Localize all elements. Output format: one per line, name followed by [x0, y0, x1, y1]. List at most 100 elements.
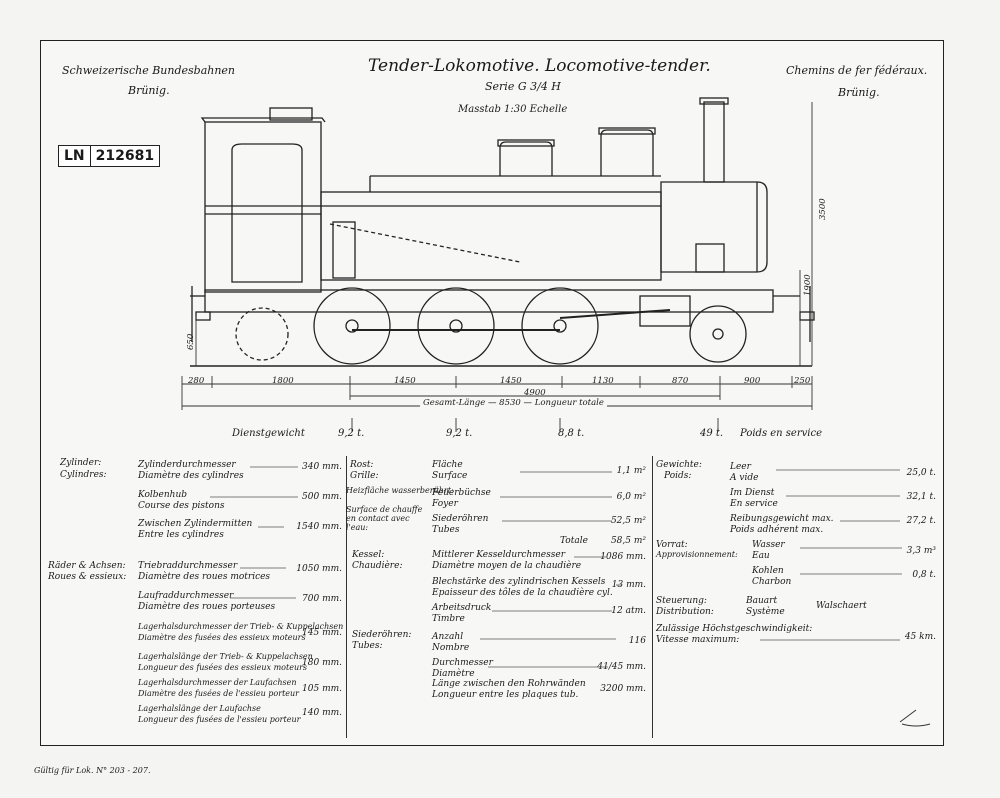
sieder-row-2-fr: Diamètre	[432, 669, 475, 679]
wheel-row-5-de: Lagerhalsdurchmesser der Laufachsen	[138, 678, 297, 687]
wheel-row-1-value: 1050 mm.	[296, 564, 342, 574]
kessel-row-3-fr: Timbre	[432, 614, 465, 624]
gew-row-2-de: Im Dienst	[730, 488, 775, 498]
vorrat-head-fr: Approvisionnement:	[656, 550, 738, 559]
wheel-row-6-value: 140 mm.	[302, 708, 342, 718]
wheel-row-1-de: Triebraddurchmesser	[138, 561, 238, 571]
steuer-head-de: Steuerung:	[656, 596, 707, 606]
axle-weight-3: 8,8 t.	[558, 428, 585, 439]
weights-label-left: Dienstgewicht	[232, 428, 305, 439]
cyl-row-2-value: 500 mm.	[302, 492, 342, 502]
axle-weight-1: 9,2 t.	[338, 428, 365, 439]
vorrat-head-de: Vorrat:	[656, 540, 688, 550]
wheel-row-4-de: Lagerhalslänge der Trieb- & Kuppelachsen	[138, 652, 313, 661]
sieder-row-3-de: Länge zwischen den Rohrwänden	[432, 679, 586, 689]
gew-row-1-de: Leer	[730, 462, 751, 472]
cyl-row-2-de: Kolbenhub	[138, 490, 188, 500]
sieder-row-1-fr: Nombre	[432, 643, 470, 653]
kessel-row-2-de: Blechstärke des zylindrischen Kessels	[432, 577, 606, 587]
table-divider-2	[652, 456, 653, 738]
dim-seg-7: 900	[744, 376, 761, 386]
heiz-row-3-fr: Totale	[560, 536, 588, 546]
sieder-row-1-value: 116	[628, 636, 646, 646]
weights-label-right: Poids en service	[740, 428, 822, 439]
sieder-row-2-value: 41/45 mm.	[597, 662, 646, 672]
speed-value: 45 km.	[904, 632, 936, 642]
heiz-row-3-value: 58,5 m²	[610, 536, 646, 546]
header-left-line1: Schweizerische Bundesbahnen	[62, 64, 236, 77]
wheel-head-de: Räder & Achsen:	[48, 561, 126, 571]
dim-seg-3: 1450	[394, 376, 416, 386]
kessel-row-3-value: 12 atm.	[611, 606, 646, 616]
dim-seg-8: 250	[794, 376, 811, 386]
wheel-row-6-de: Lagerhalslänge der Laufachse	[138, 704, 261, 713]
dim-seg-4: 1450	[500, 376, 522, 386]
steuer-bauart: Bauart	[746, 596, 778, 606]
drawing-serie: Serie G 3/4 H	[485, 80, 561, 93]
dim-total-length: Gesamt-Länge — 8530 — Longueur totale	[420, 398, 607, 408]
kessel-row-1-value: 1086 mm.	[600, 552, 646, 562]
vorrat-row-1-value: 3,3 m³	[906, 546, 936, 556]
heiz-row-2-fr: Tubes	[432, 525, 460, 535]
heiz-row-1-de: Feuerbüchse	[432, 488, 491, 498]
dim-seg-1: 280	[188, 376, 205, 386]
speed-head-de: Zulässige Höchstgeschwindigkeit:	[656, 624, 813, 634]
heiz-row-2-value: 52,5 m²	[610, 516, 646, 526]
cyl-row-2-fr: Course des pistons	[138, 501, 225, 511]
sieder-row-2-de: Durchmesser	[432, 658, 493, 668]
heiz-head-fr: Surface de chauffe en contact avec l'eau…	[346, 505, 423, 532]
steuer-value: Walschaert	[816, 601, 867, 611]
wheel-row-3-value: 145 mm.	[302, 628, 342, 638]
vorrat-row-1-de: Wasser	[752, 540, 785, 550]
sieder-row-3-fr: Longueur entre les plaques tub.	[432, 690, 579, 700]
rost-head-de: Rost:	[350, 460, 374, 470]
validity-note: Gültig für Lok. N° 203 - 207.	[34, 766, 151, 775]
wheel-row-2-fr: Diamètre des roues porteuses	[138, 602, 276, 612]
wheel-row-5-value: 105 mm.	[302, 684, 342, 694]
cyl-head-de: Zylinder:	[60, 458, 102, 468]
wheel-row-3-fr: Diamètre des fusées des essieux moteurs	[138, 633, 306, 642]
heiz-head-de: Heizfläche wasserberührt:	[346, 486, 454, 495]
wheel-row-5-fr: Diamètre des fusées de l'essieu porteur	[138, 689, 299, 698]
steuer-system: Système	[746, 607, 785, 617]
header-left-line2: Brünig.	[128, 84, 170, 97]
vorrat-row-2-de: Kohlen	[752, 566, 784, 576]
cyl-row-3-fr: Entre les cylindres	[138, 530, 224, 540]
vorrat-row-2-fr: Charbon	[752, 577, 792, 587]
drawing-scale: Masstab 1:30 Echelle	[458, 104, 568, 115]
rost-row-1-fr: Surface	[432, 471, 468, 481]
rost-head-fr: Grille:	[350, 471, 379, 481]
table-divider-1	[346, 456, 347, 738]
kessel-row-2-value: 13 mm.	[611, 580, 646, 590]
vorrat-row-2-value: 0,8 t.	[912, 570, 936, 580]
stamp-number: 212681	[89, 146, 159, 166]
steuer-head-fr: Distribution:	[656, 607, 714, 617]
header-right-line1: Chemins de fer fédéraux.	[786, 64, 928, 77]
axle-weight-2: 9,2 t.	[446, 428, 473, 439]
gew-head-fr: Poids:	[664, 471, 692, 481]
gew-row-2-value: 32,1 t.	[906, 492, 936, 502]
wheel-row-2-de: Laufraddurchmesser	[138, 591, 234, 601]
cyl-head-fr: Cylindres:	[60, 470, 107, 480]
dim-seg-5: 1130	[592, 376, 614, 386]
cyl-row-1-fr: Diamètre des cylindres	[138, 471, 244, 481]
sieder-row-3-value: 3200 mm.	[600, 684, 646, 694]
header-right-line2: Brünig.	[838, 86, 880, 99]
heiz-row-1-value: 6,0 m²	[616, 492, 646, 502]
wheel-row-3-de: Lagerhalsdurchmesser der Trieb- & Kuppel…	[138, 622, 344, 631]
wheel-row-4-fr: Longueur des fusées des essieux moteurs	[138, 663, 308, 672]
gew-row-2-fr: En service	[730, 499, 778, 509]
cyl-row-1-value: 340 mm.	[302, 462, 342, 472]
drawing-title: Tender-Lokomotive. Locomotive-tender.	[368, 56, 711, 76]
heiz-row-1-fr: Foyer	[432, 499, 458, 509]
drawing-sheet	[40, 40, 944, 746]
kessel-row-2-fr: Epaisseur des tôles de la chaudière cyl.	[432, 588, 613, 598]
cyl-row-1-de: Zylinderdurchmesser	[138, 460, 236, 470]
wheel-row-6-fr: Longueur des fusées de l'essieu porteur	[138, 715, 301, 724]
gew-row-1-value: 25,0 t.	[906, 468, 936, 478]
kessel-row-1-fr: Diamètre moyen de la chaudière	[432, 561, 582, 571]
gew-head-de: Gewichte:	[656, 460, 702, 470]
wheel-row-1-fr: Diamètre des roues motrices	[138, 572, 271, 582]
